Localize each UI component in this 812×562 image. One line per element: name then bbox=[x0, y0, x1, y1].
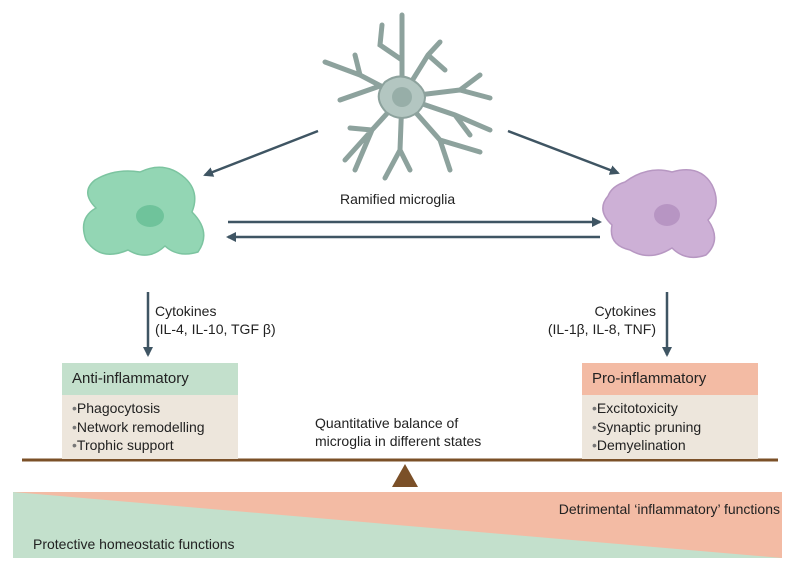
list-item: Trophic support bbox=[72, 436, 238, 455]
detrimental-functions-label: Detrimental ‘inflammatory’ functions bbox=[558, 501, 780, 517]
list-item: Demyelination bbox=[592, 436, 758, 455]
pro-inflammatory-microglia-icon bbox=[602, 169, 717, 259]
list-item: Phagocytosis bbox=[72, 399, 238, 418]
pro-inflammatory-title: Pro-inflammatory bbox=[582, 363, 758, 395]
anti-cytokines-list: (IL-4, IL-10, TGF β) bbox=[155, 321, 276, 337]
ramified-microglia-icon bbox=[322, 12, 493, 181]
pro-inflammatory-list: Excitotoxicity Synaptic pruning Demyelin… bbox=[582, 395, 758, 459]
arrow-to-pro bbox=[507, 129, 620, 175]
arrow-to-anti bbox=[203, 129, 319, 177]
ramified-microglia-label: Ramified microglia bbox=[340, 191, 456, 207]
anti-inflammatory-box: Anti-inflammatory Phagocytosis Network r… bbox=[62, 363, 238, 459]
protective-functions-label: Protective homeostatic functions bbox=[33, 536, 235, 552]
pro-cytokines-list: (IL-1β, IL-8, TNF) bbox=[547, 321, 656, 337]
ramified-microglia-body bbox=[377, 75, 426, 119]
list-item: Synaptic pruning bbox=[592, 418, 758, 437]
balance-fulcrum bbox=[392, 464, 418, 487]
anti-inflammatory-microglia-icon bbox=[82, 166, 205, 256]
anti-inflammatory-title: Anti-inflammatory bbox=[62, 363, 238, 395]
pro-inflammatory-box: Pro-inflammatory Excitotoxicity Synaptic… bbox=[582, 363, 758, 459]
anti-cytokines-title: Cytokines bbox=[155, 303, 217, 319]
balance-label-line2: microglia in different states bbox=[315, 433, 482, 449]
pro-cytokines-title: Cytokines bbox=[594, 303, 656, 319]
anti-inflammatory-list: Phagocytosis Network remodelling Trophic… bbox=[62, 395, 238, 459]
detrimental-band bbox=[13, 492, 782, 558]
balance-label-line1: Quantitative balance of bbox=[315, 415, 459, 431]
list-item: Excitotoxicity bbox=[592, 399, 758, 418]
list-item: Network remodelling bbox=[72, 418, 238, 437]
